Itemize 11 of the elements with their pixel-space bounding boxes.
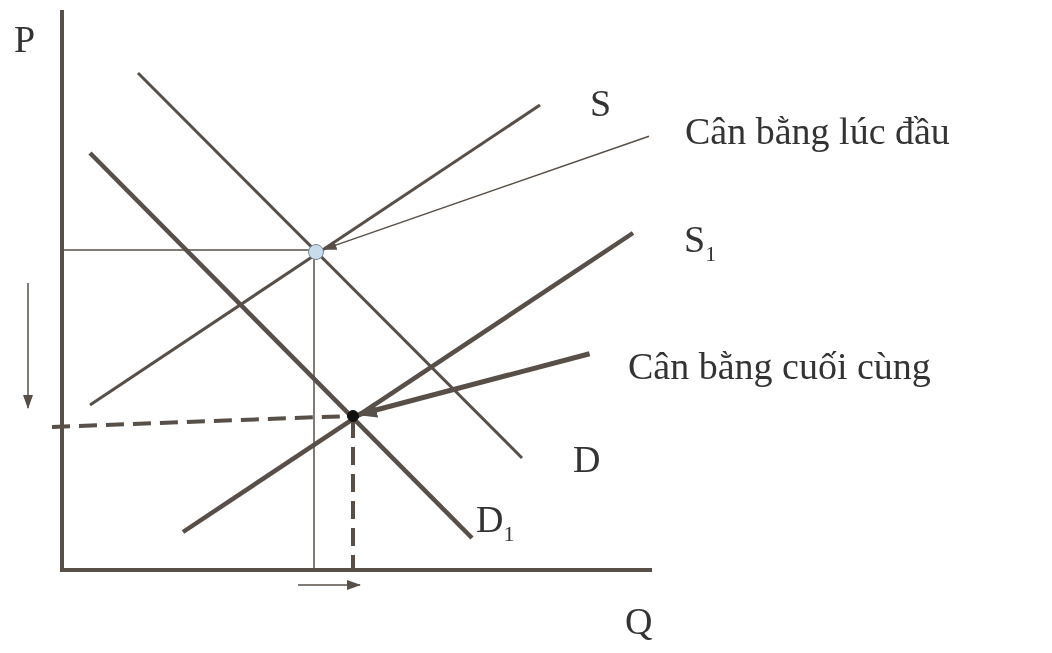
equilibrium-point xyxy=(308,244,324,260)
callout-text: Cân bằng cuối cùng xyxy=(628,345,948,389)
curve-label: D$_{1}$ xyxy=(476,498,515,546)
callout-text: Cân bằng lúc đầu xyxy=(685,110,1045,154)
axis-label: Q xyxy=(625,600,653,644)
curve-label: D xyxy=(573,438,601,482)
leader-arrow xyxy=(322,135,650,251)
leader-arrow xyxy=(356,351,591,418)
axis-label: P xyxy=(14,18,36,62)
curve-label: S xyxy=(590,82,612,126)
curve-label: S$_{1}$ xyxy=(684,218,717,266)
